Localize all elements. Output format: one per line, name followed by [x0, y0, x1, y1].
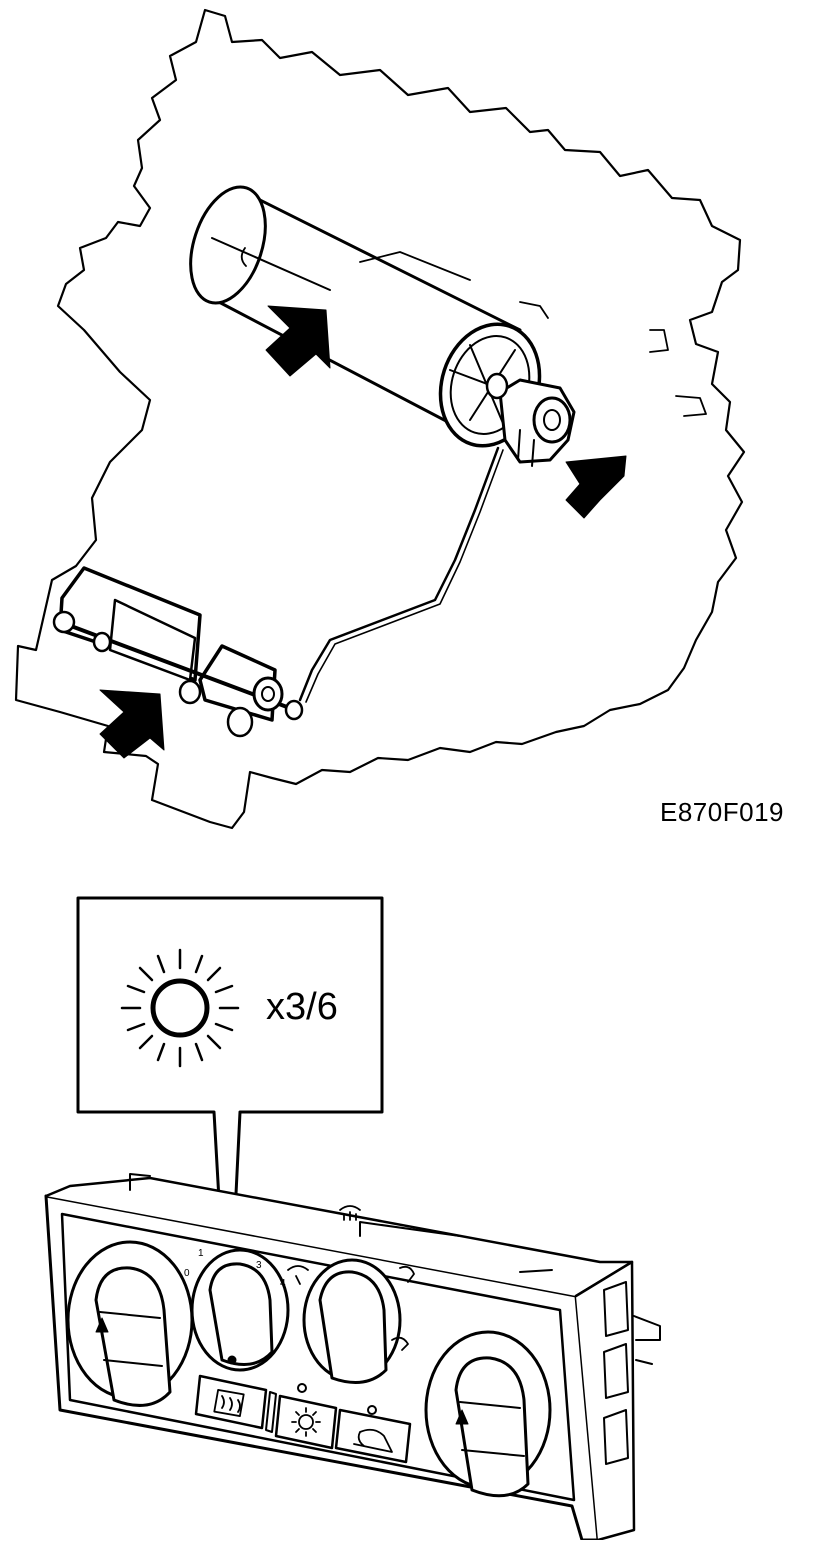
svg-text:0: 0	[184, 1268, 190, 1279]
recirculation-knob[interactable]	[424, 1330, 552, 1498]
indicator-led	[297, 1383, 307, 1393]
sun-light-icon	[120, 948, 240, 1068]
pointer-arrow-motor	[565, 455, 627, 519]
air-distribution-knob[interactable]	[287, 1205, 415, 1384]
blink-count-label: x3/6	[266, 986, 338, 1028]
warning-lamp	[227, 1355, 237, 1365]
heater-drum	[189, 185, 542, 448]
indicator-led	[367, 1405, 377, 1415]
svg-text:4: 4	[280, 1278, 286, 1289]
recirculation-button[interactable]	[334, 1408, 412, 1464]
lower-flap-assembly	[52, 566, 304, 738]
drum-actuator-motor	[485, 372, 576, 467]
engine-detail-lines	[519, 301, 707, 417]
rear-defrost-button[interactable]	[194, 1374, 268, 1430]
ac-button[interactable]	[274, 1394, 338, 1450]
rear-window-defrost-icon	[213, 1389, 245, 1417]
engine-outline	[14, 8, 746, 830]
figure-code: E870F019	[660, 797, 784, 827]
svg-text:3: 3	[256, 1260, 262, 1271]
air-conditioning-icon	[291, 1407, 321, 1437]
climate-control-panel: 1 3 4 0	[44, 1173, 661, 1542]
control-rod	[298, 446, 500, 702]
fan-speed-knob[interactable]: 1 3 4 0	[184, 1248, 290, 1372]
svg-text:1: 1	[198, 1248, 204, 1259]
pointer-arrow-drum	[265, 305, 331, 377]
pointer-arrow-flap	[99, 689, 165, 759]
temperature-knob[interactable]	[66, 1240, 194, 1407]
engine-bay-illustration	[14, 8, 746, 830]
air-recirculation-icon	[353, 1428, 393, 1453]
